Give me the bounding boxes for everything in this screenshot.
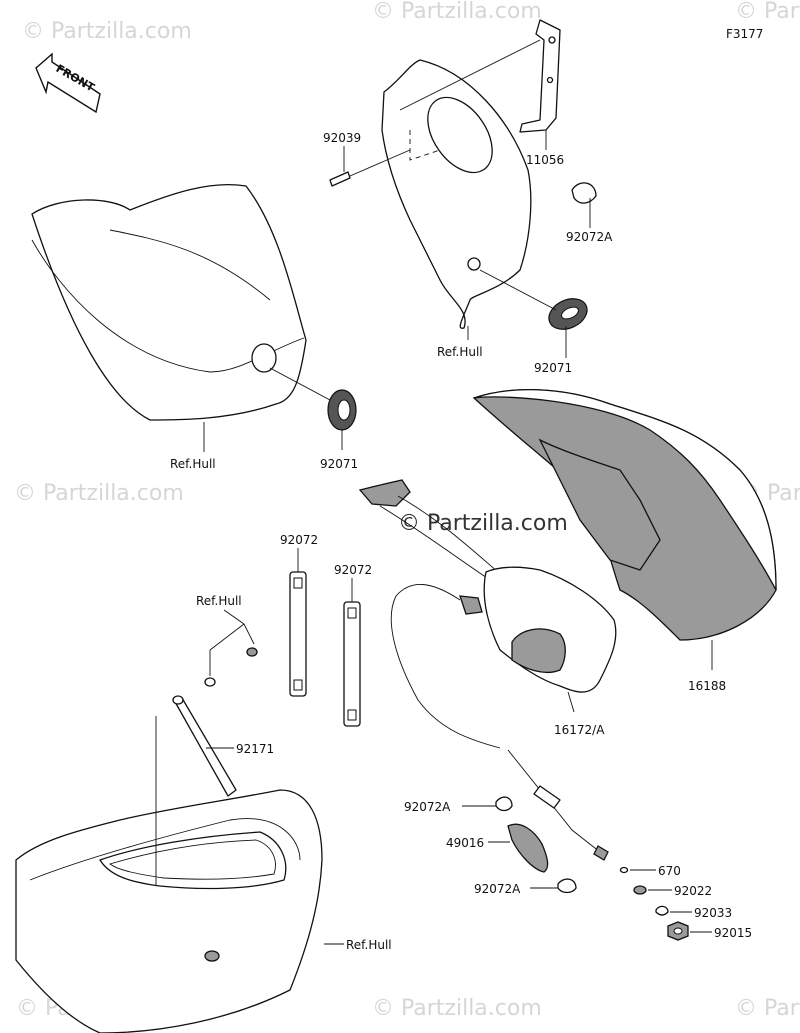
- oring-670: [619, 866, 629, 874]
- bracket-11056: [519, 19, 561, 133]
- watermark-bottom-center: © Partzilla.com: [372, 996, 542, 1021]
- label-92071-left: 92071: [320, 457, 358, 471]
- watermark-top-right: © Partzilla.com: [735, 0, 800, 24]
- grommet-92071-left: [327, 389, 357, 431]
- strap-92072-b: [343, 601, 361, 727]
- control-unit-16172A: [358, 479, 617, 749]
- washer-ref-hull-a: [246, 647, 258, 657]
- watermark-top-left: © Partzilla.com: [22, 19, 192, 44]
- label-16188: 16188: [688, 679, 726, 693]
- label-92015: 92015: [714, 926, 752, 940]
- watermark-bottom-right: © Partzilla.com: [735, 996, 800, 1021]
- label-ref-hull-left: Ref.Hull: [170, 457, 216, 471]
- watermark-center: © Partzilla.com: [398, 511, 568, 536]
- label-92039: 92039: [323, 131, 361, 145]
- clip-92033: [655, 905, 669, 916]
- hull-deck-bottom: [15, 789, 323, 1033]
- nut-92015: [667, 921, 689, 941]
- strap-92072-a: [289, 571, 307, 697]
- watermark-top-center: © Partzilla.com: [372, 0, 542, 24]
- washer-92022: [633, 885, 647, 895]
- grommet-92071-top: [548, 298, 588, 330]
- front-arrow-icon: FRONT: [35, 52, 101, 114]
- pin-92039: [329, 171, 351, 187]
- label-92072-b: 92072: [334, 563, 372, 577]
- label-92072A-top: 92072A: [566, 230, 613, 244]
- label-92022: 92022: [674, 884, 712, 898]
- label-92072-a: 92072: [280, 533, 318, 547]
- clamp-92072A-top: [571, 182, 597, 204]
- label-92072A-mid: 92072A: [404, 800, 451, 814]
- figure-code: F3177: [726, 27, 763, 41]
- label-92033: 92033: [694, 906, 732, 920]
- watermark-mid-left: © Partzilla.com: [14, 481, 184, 506]
- boot-49016: [507, 823, 549, 873]
- rod-92171: [172, 695, 237, 797]
- label-ref-hull-bottom: Ref.Hull: [346, 938, 392, 952]
- storage-bin-16188: [472, 389, 777, 641]
- clamp-92072A-low: [557, 878, 577, 894]
- label-ref-hull-mid: Ref.Hull: [196, 594, 242, 608]
- label-92171: 92171: [236, 742, 274, 756]
- label-11056: 11056: [526, 153, 564, 167]
- clamp-92072A-mid: [495, 796, 513, 812]
- label-92072A-low: 92072A: [474, 882, 521, 896]
- cable-assembly: [507, 749, 609, 861]
- label-670: 670: [658, 864, 681, 878]
- label-92071-top: 92071: [534, 361, 572, 375]
- seat-hull-left: [31, 183, 307, 421]
- label-16172A: 16172/A: [554, 723, 605, 737]
- label-ref-hull-top: Ref.Hull: [437, 345, 483, 359]
- label-49016: 49016: [446, 836, 484, 850]
- hull-cover-upper: [381, 59, 532, 329]
- washer-ref-hull-b: [204, 677, 216, 687]
